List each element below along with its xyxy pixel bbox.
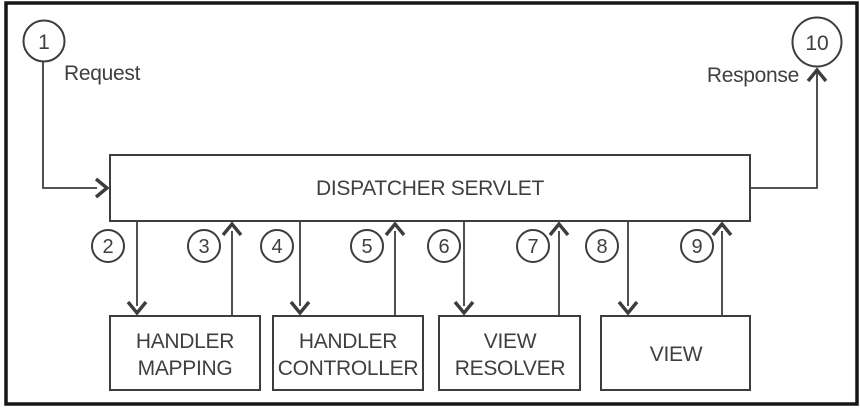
step-circles: 2 3 4 5 6 7 8	[91, 229, 714, 263]
down-arrowhead-icon	[617, 300, 639, 316]
response-arrowhead-icon	[806, 67, 828, 83]
step-7-number: 7	[527, 236, 538, 258]
handler-mapping-box	[109, 315, 261, 391]
request-node: 1 Request	[22, 19, 141, 199]
down-arrow-2	[289, 221, 311, 316]
down-arrow-3	[453, 221, 475, 316]
flow-arrows	[126, 221, 733, 316]
handler-controller-box	[272, 315, 424, 391]
component-label-line: CONTROLLER	[278, 357, 419, 380]
step-9-circle: 9	[680, 229, 714, 263]
component-label-line: VIEW	[650, 343, 703, 366]
view-resolver-box	[438, 315, 581, 391]
up-arrow-2	[384, 221, 406, 316]
step-8-circle: 8	[585, 229, 619, 263]
response-label: Response	[707, 64, 799, 87]
view-label: VIEW	[650, 343, 703, 366]
down-arrowhead-icon	[289, 300, 311, 316]
request-label: Request	[64, 62, 141, 85]
dispatcher-servlet: DISPATCHER SERVLET	[109, 154, 751, 222]
down-arrowhead-icon	[453, 300, 475, 316]
step-2-number: 2	[102, 236, 113, 258]
request-arrowhead-icon	[94, 177, 110, 199]
up-arrowhead-icon	[548, 221, 570, 237]
view-box	[600, 315, 751, 391]
response-arrow-line	[750, 73, 818, 189]
step-3-number: 3	[198, 236, 209, 258]
step-1-number: 1	[38, 31, 50, 54]
request-arrow-line	[42, 62, 97, 189]
step-8-number: 8	[596, 236, 607, 258]
component-label-line: MAPPING	[138, 357, 233, 380]
outer-border	[4, 1, 859, 406]
step-3-circle: 3	[187, 229, 221, 263]
view-component: VIEW	[600, 315, 751, 391]
component-label-line: HANDLER	[299, 330, 397, 353]
handler-controller-component: HANDLER CONTROLLER	[272, 315, 424, 391]
step-10-circle	[791, 16, 843, 68]
down-arrow-1	[126, 221, 148, 316]
up-arrow-3	[548, 221, 570, 316]
component-label-line: VIEW	[484, 330, 537, 353]
step-7-circle: 7	[516, 229, 550, 263]
component-label-line: HANDLER	[136, 330, 234, 353]
step-2-circle: 2	[91, 229, 125, 263]
down-arrow-4	[617, 221, 639, 316]
dispatcher-servlet-label: DISPATCHER SERVLET	[316, 177, 544, 200]
handler-mapping-label: HANDLER MAPPING	[136, 330, 234, 380]
dispatcher-servlet-box	[109, 154, 751, 222]
handler-controller-label: HANDLER CONTROLLER	[278, 330, 419, 380]
step-1-circle	[22, 19, 66, 63]
step-5-circle: 5	[350, 229, 384, 263]
up-arrow-4	[711, 221, 733, 316]
up-arrowhead-icon	[711, 221, 733, 237]
component-boxes: HANDLER MAPPING HANDLER CONTROLLER VIEW RES…	[109, 315, 751, 391]
handler-mapping-component: HANDLER MAPPING	[109, 315, 261, 391]
step-5-number: 5	[361, 236, 372, 258]
view-resolver-label: VIEW RESOLVER	[455, 330, 566, 380]
component-label-line: RESOLVER	[455, 357, 566, 380]
step-4-circle: 4	[260, 229, 294, 263]
up-arrowhead-icon	[384, 221, 406, 237]
down-arrowhead-icon	[126, 300, 148, 316]
step-10-number: 10	[805, 32, 828, 55]
step-9-number: 9	[691, 236, 702, 258]
response-node: 10 Response	[707, 16, 843, 189]
step-6-number: 6	[438, 236, 449, 258]
up-arrowhead-icon	[221, 221, 243, 237]
step-4-number: 4	[271, 236, 282, 258]
step-6-circle: 6	[427, 229, 461, 263]
view-resolver-component: VIEW RESOLVER	[438, 315, 581, 391]
up-arrow-1	[221, 221, 243, 316]
